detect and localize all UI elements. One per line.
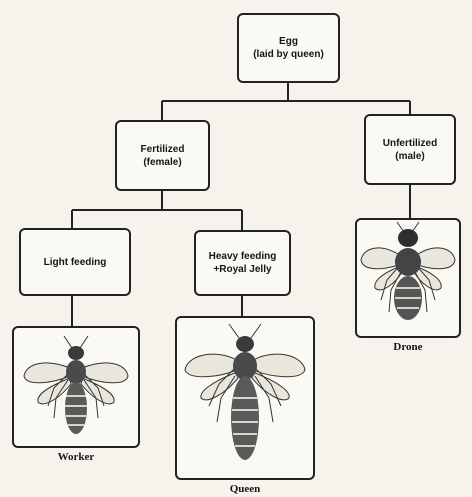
heavy-feeding-label: Heavy feeding (209, 250, 277, 263)
fertilized-sublabel: (female) (143, 156, 181, 169)
drone-caption: Drone (368, 341, 448, 353)
heavy-feeding-node: Heavy feeding +Royal Jelly (194, 230, 291, 296)
heavy-feeding-sublabel: +Royal Jelly (213, 263, 271, 276)
queen-bee-illustration (177, 318, 313, 478)
drone-bee-illustration (357, 220, 459, 336)
unfertilized-label: Unfertilized (383, 137, 437, 150)
drone-image-box (355, 218, 461, 338)
fertilized-label: Fertilized (141, 143, 185, 156)
fertilized-node: Fertilized (female) (115, 120, 210, 191)
worker-image-box (12, 326, 140, 448)
queen-caption: Queen (205, 483, 285, 495)
egg-sublabel: (laid by queen) (253, 48, 324, 61)
light-feeding-label: Light feeding (44, 256, 107, 269)
unfertilized-sublabel: (male) (395, 150, 424, 163)
worker-caption: Worker (36, 451, 116, 463)
egg-node: Egg (laid by queen) (237, 13, 340, 83)
unfertilized-node: Unfertilized (male) (364, 114, 456, 185)
queen-image-box (175, 316, 315, 480)
egg-label: Egg (279, 35, 298, 48)
light-feeding-node: Light feeding (19, 228, 131, 296)
worker-bee-illustration (14, 328, 138, 446)
